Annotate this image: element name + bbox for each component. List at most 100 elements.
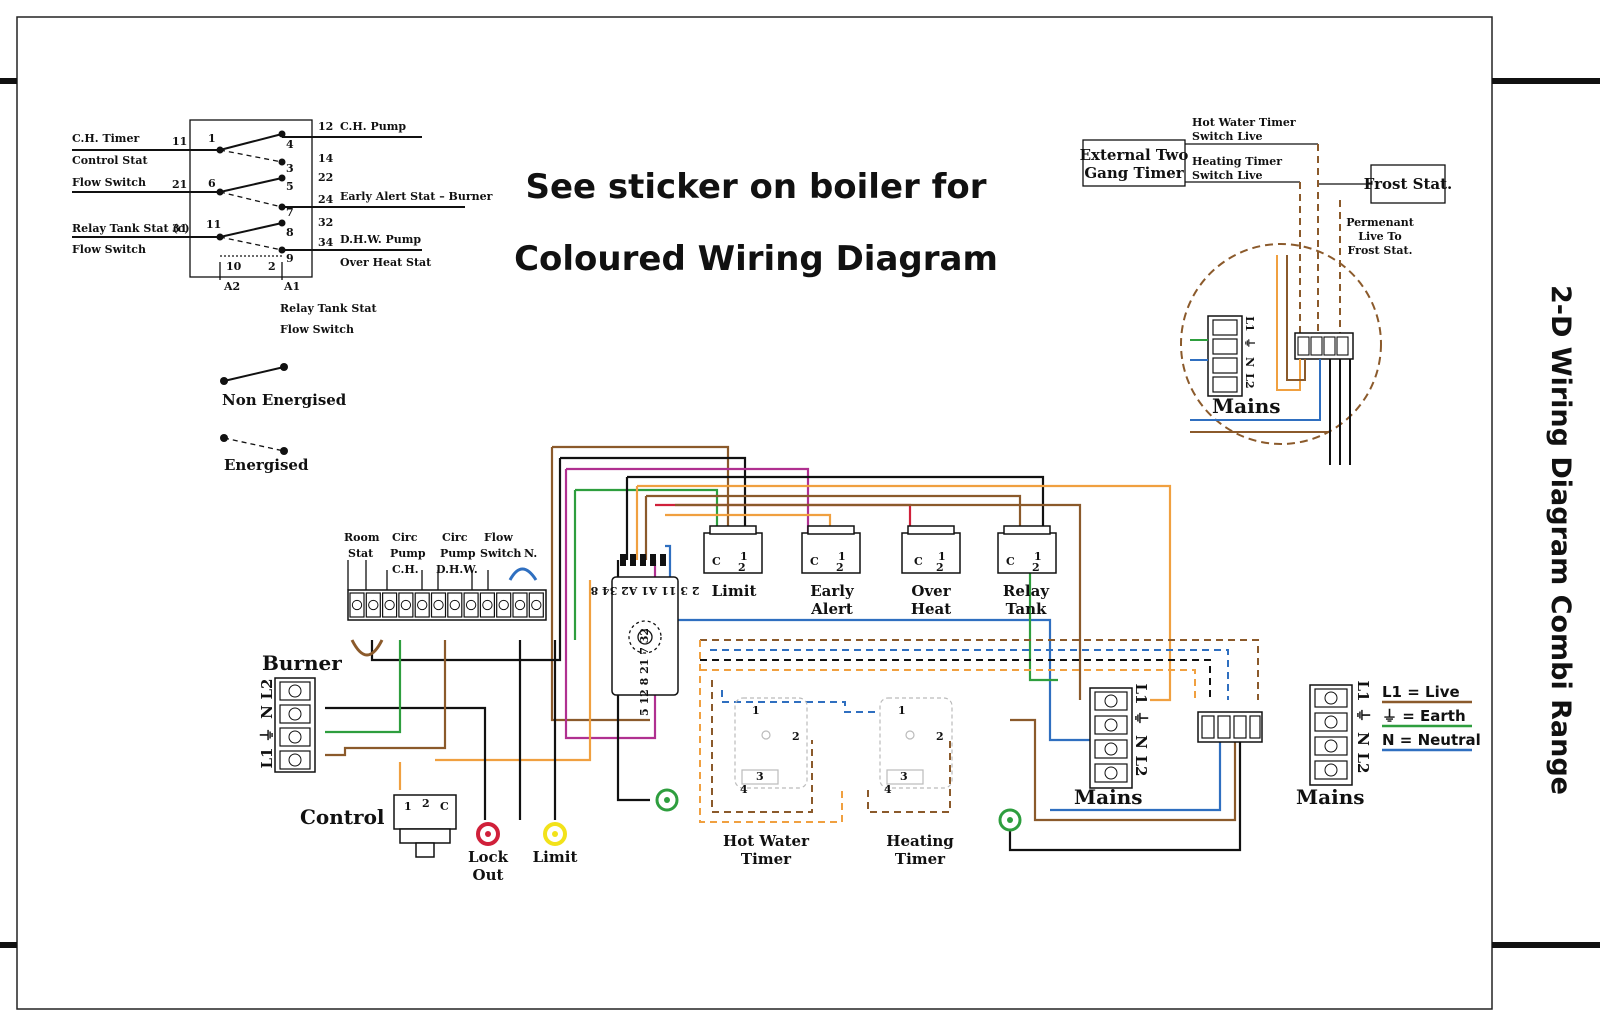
stat-limit-label: Limit — [712, 582, 757, 600]
stat-relay-tank: C 1 2 Relay Tank — [997, 525, 1057, 618]
strip-terminal — [349, 592, 365, 618]
stat-term: 1 — [1034, 550, 1042, 563]
terminal-screw — [368, 599, 379, 611]
mains-terminal — [1094, 739, 1128, 759]
num: 12 — [318, 120, 333, 133]
num: 8 — [286, 226, 294, 239]
terminal-screw — [417, 599, 428, 611]
wiring — [325, 445, 1242, 852]
control-title: Control — [300, 805, 385, 829]
num: 3 — [286, 162, 294, 175]
timer-heating: 1 2 3 4 Heating Timer — [879, 697, 954, 868]
mains-term-label: L2 — [1132, 756, 1150, 777]
label-over-heat-stat: Over Heat Stat — [340, 256, 432, 269]
terminal-screw — [351, 599, 363, 611]
lockout-label-2: Out — [473, 866, 504, 884]
edge-mark-bl — [0, 942, 17, 948]
burner-title: Burner — [262, 651, 342, 675]
label-control-stat: Control Stat — [72, 154, 148, 167]
notice-line-1: See sticker on boiler for — [525, 167, 986, 207]
timer-heating-label-1: Heating — [886, 832, 954, 850]
stat-term: C — [810, 555, 819, 568]
mains-terminal-block: L1 ⏚ N L2 Mains — [1074, 684, 1150, 809]
num: 9 — [286, 252, 294, 265]
terminal-screw — [384, 599, 395, 611]
label-dhw-pump: D.H.W. Pump — [340, 233, 421, 246]
notice-line-2: Coloured Wiring Diagram — [514, 239, 998, 279]
external-timer-detail: External Two Gang Timer Hot Water Timer … — [1080, 116, 1452, 465]
stat-term: 1 — [938, 550, 946, 563]
strip-terminal — [496, 592, 512, 618]
terminal-screw — [1104, 718, 1118, 732]
label-flow-switch-2: Flow Switch — [72, 243, 146, 256]
strip-terminal — [479, 592, 495, 618]
strip-terminal — [447, 592, 463, 618]
edge-mark-br — [1492, 942, 1600, 948]
strip-label: Flow — [484, 531, 513, 544]
timer-term: 3 — [756, 770, 764, 783]
timer-hotwater-label-2: Timer — [741, 850, 792, 868]
relay-base: 2 3 11 A1 A2 34 8 5 12 8 21 7 32 — [590, 554, 699, 716]
stat-over-heat: C 1 2 Over Heat — [901, 525, 961, 618]
stat-term: 1 — [740, 550, 748, 563]
four-way-terminal — [1197, 711, 1263, 743]
burner-terminal — [279, 704, 311, 724]
switch-state-legend: Non Energised Energised — [220, 363, 347, 474]
terminal-screw — [1324, 715, 1338, 729]
control-term-label: 2 — [422, 797, 430, 810]
burner-terminal — [279, 727, 311, 747]
terminal-screw — [288, 753, 302, 767]
label-energised: Energised — [224, 456, 309, 474]
strip-labels: Room Stat Circ Pump C.H. Circ Pump D.H.W… — [344, 531, 537, 576]
label-ch-pump: C.H. Pump — [340, 120, 406, 133]
strip-label: Pump — [390, 547, 426, 560]
limit-indicator-label: Limit — [533, 848, 578, 866]
num: 11 — [206, 218, 221, 231]
relay-base-bottom-pins: 5 12 8 21 7 32 — [638, 628, 651, 716]
stat-term: 2 — [1032, 561, 1040, 574]
ext-term-label: L2 — [1243, 373, 1256, 388]
stat-term: 2 — [836, 561, 844, 574]
strip-terminal — [430, 592, 447, 618]
terminal-screw — [1324, 691, 1338, 705]
burner-term-label: L1 — [258, 748, 276, 769]
terminal-screw — [1104, 742, 1118, 756]
stat-term: 2 — [738, 561, 746, 574]
edge-mark-tr — [1492, 78, 1600, 84]
strip-label: D.H.W. — [436, 563, 478, 576]
legend-term-label: L2 — [1354, 753, 1372, 774]
strip-label: Room — [344, 531, 380, 544]
num: A1 — [283, 280, 300, 293]
legend-terminal — [1314, 736, 1348, 756]
num: 5 — [286, 180, 294, 193]
stat-limit: C 1 2 Limit — [703, 525, 763, 600]
stat-term: 2 — [936, 561, 944, 574]
ht-live-label-2: Switch Live — [1192, 169, 1263, 182]
control-term-label: 1 — [404, 800, 412, 813]
page-frame — [16, 16, 1493, 1010]
legend-terminal — [1314, 760, 1348, 780]
terminal-screw — [531, 599, 542, 611]
burner-terminal — [279, 681, 311, 701]
timer-term: 1 — [898, 704, 906, 717]
mains-legend: Mains L1 ⏚ N L2 Mains L1 = Live ⏚ = Eart… — [1296, 681, 1481, 809]
num: A2 — [223, 280, 240, 293]
strip-label: Circ — [442, 531, 468, 544]
terminal-screw — [1104, 766, 1118, 780]
terminal-screw — [1324, 763, 1338, 777]
terminal-screw — [288, 684, 302, 698]
terminal-screw — [449, 599, 460, 611]
legend-live: L1 = Live — [1382, 683, 1460, 701]
num: 32 — [318, 216, 333, 229]
stat-early-label-2: Alert — [810, 600, 853, 618]
num: 7 — [286, 206, 294, 219]
num: 1 — [208, 132, 216, 145]
ext-term-label: L1 — [1243, 316, 1256, 331]
timer-term: 4 — [884, 783, 892, 796]
stat-early-alert: C 1 2 Early Alert — [801, 525, 861, 618]
label-relay-tank-stat: Relay Tank Stat (c) — [72, 222, 190, 235]
burner-term-label: N — [258, 705, 276, 719]
burner-term-label: L2 — [258, 679, 276, 700]
terminal-screw — [482, 599, 493, 611]
